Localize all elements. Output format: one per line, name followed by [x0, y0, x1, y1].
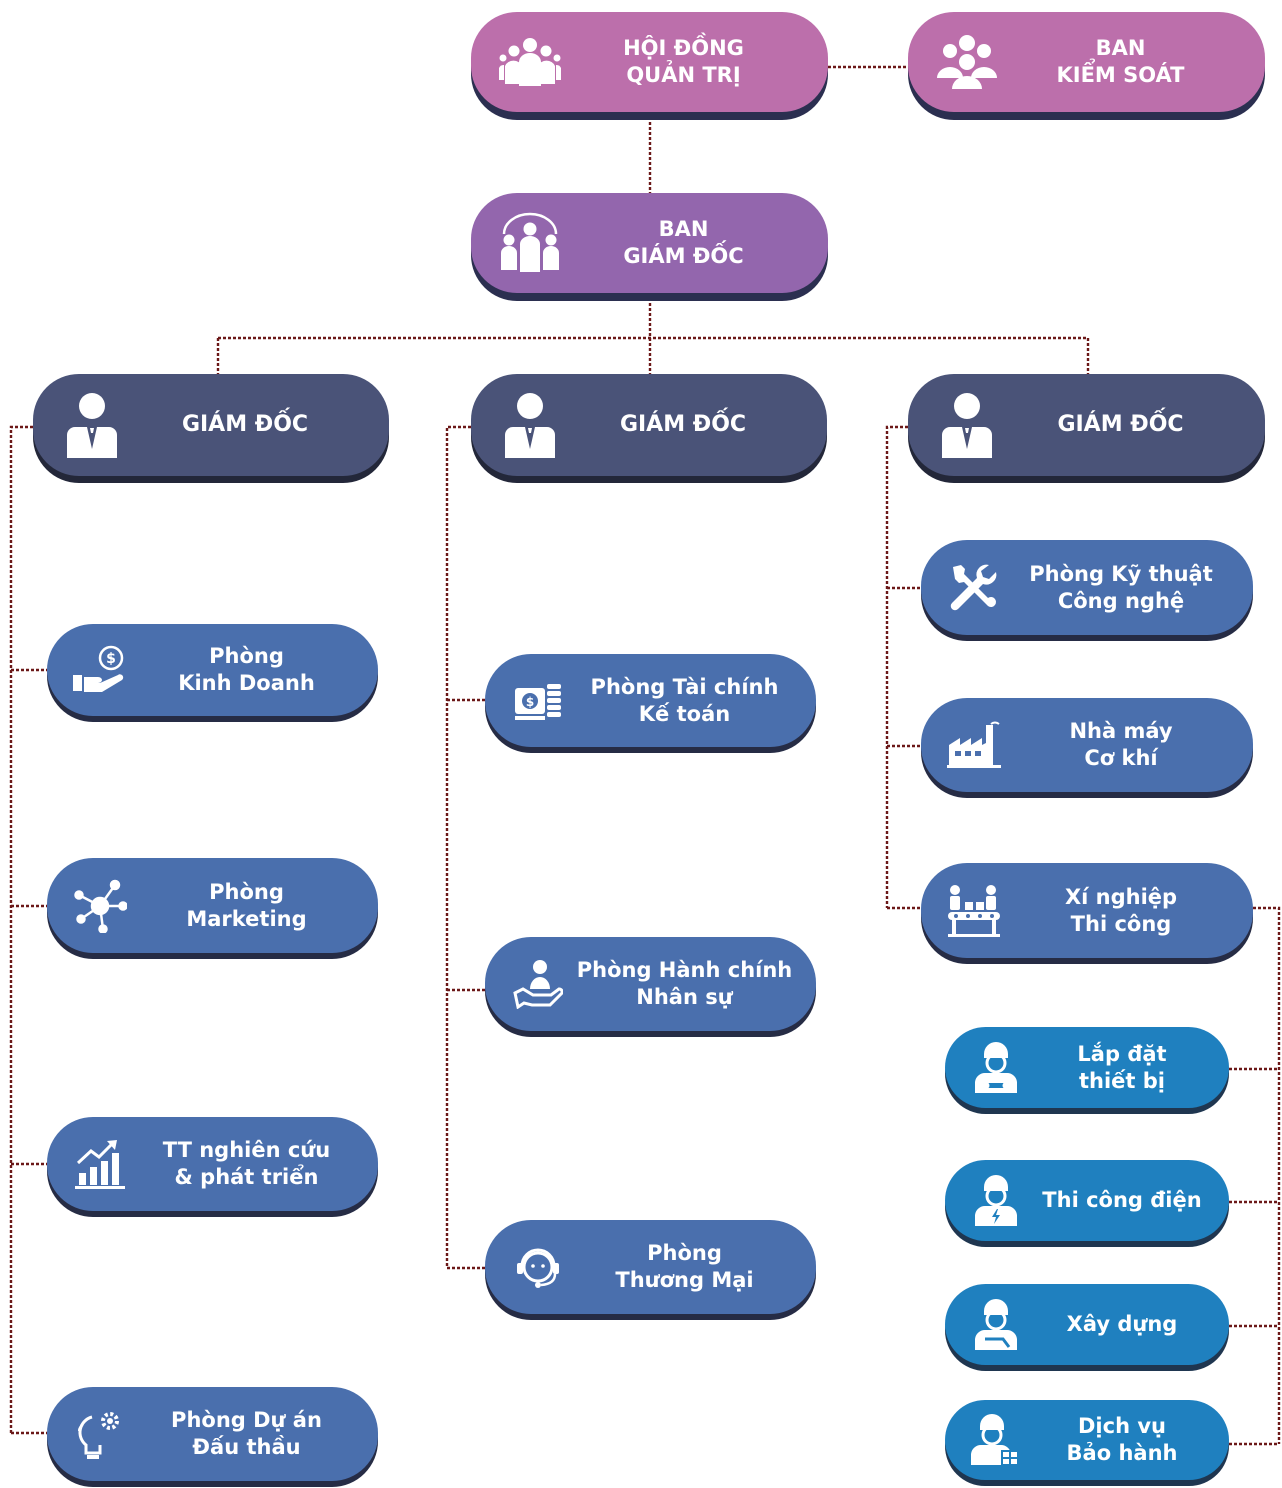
team-icon	[924, 34, 1010, 90]
board-label-line-1: HỘI ĐỒNG	[623, 36, 744, 61]
network-icon	[65, 879, 135, 933]
director-box-right: GIÁM ĐỐC	[908, 374, 1265, 476]
electrical-label: Thi công điện	[1042, 1188, 1202, 1213]
director-label: GIÁM ĐỐC	[1057, 412, 1184, 438]
svg-text:$: $	[526, 695, 534, 709]
construction-enterprise-box: Xí nghiệp Thi công	[921, 863, 1253, 958]
factory-label-line-1: Nhà máy	[1069, 719, 1173, 744]
connector-bod-directors	[216, 293, 1090, 374]
person-hand-icon	[503, 959, 573, 1009]
businessman-icon	[487, 391, 573, 459]
mechanical-factory-box: Nhà máy Cơ khí	[921, 698, 1253, 792]
installer-icon	[967, 1041, 1025, 1094]
connector-left-branch	[9, 425, 47, 1435]
group-people-icon	[487, 36, 573, 88]
factory-icon	[939, 721, 1009, 769]
money-hand-icon: $	[65, 645, 135, 695]
control-label-line-1: BAN	[1095, 36, 1146, 61]
admin-hr-box: Phòng Hành chính Nhân sự	[485, 937, 816, 1031]
management-team-icon	[487, 212, 573, 274]
director-box-left: GIÁM ĐỐC	[33, 374, 389, 476]
growth-chart-icon	[65, 1139, 135, 1189]
rnd-label-line-1: TT nghiên cứu	[162, 1138, 331, 1163]
install-label-line-2: thiết bị	[1078, 1068, 1165, 1093]
warranty-label-line-1: Dịch vụ	[1078, 1414, 1166, 1439]
supervisory-board-box: BAN KIỂM SOÁT	[908, 12, 1265, 112]
bod-label-line-2: GIÁM ĐỐC	[623, 244, 744, 268]
commerce-department-box: Phòng Thương Mại	[485, 1220, 816, 1314]
civil-construction-box: Xây dựng	[945, 1284, 1229, 1365]
hr-label-line-2: Nhân sự	[636, 985, 733, 1009]
board-of-management-box: BAN GIÁM ĐỐC	[471, 193, 828, 293]
project-bidding-box: Phòng Dự án Đấu thầu	[47, 1387, 378, 1481]
construction-label-line-1: Xí nghiệp	[1064, 884, 1178, 909]
marketing-department-box: Phòng Marketing	[47, 858, 378, 953]
tools-icon	[939, 563, 1009, 613]
builder-icon	[967, 1298, 1025, 1351]
tech-label-line-1: Phòng Kỹ thuật	[1029, 561, 1213, 586]
director-label: GIÁM ĐỐC	[181, 412, 309, 438]
board-of-directors-box: HỘI ĐỒNG QUẢN TRỊ	[471, 12, 828, 112]
marketing-label-line-2: Marketing	[186, 906, 307, 931]
cash-coins-icon: $	[503, 678, 573, 724]
electrical-construction-box: Thi công điện	[945, 1160, 1229, 1241]
businessman-icon	[924, 391, 1010, 459]
warranty-label-line-2: Bảo hành	[1066, 1441, 1178, 1465]
rnd-label-line-2: & phát triển	[174, 1165, 319, 1189]
factory-label-line-2: Cơ khí	[1084, 746, 1158, 770]
headset-agent-icon	[503, 1242, 573, 1292]
finance-label-line-1: Phòng Tài chính	[590, 674, 779, 699]
finance-accounting-box: $ Phòng Tài chính Kế toán	[485, 654, 816, 747]
board-label-line-2: QUẢN TRỊ	[626, 63, 741, 87]
marketing-label-line-1: Phòng	[209, 879, 284, 904]
svg-text:$: $	[106, 651, 116, 667]
technical-department-box: Phòng Kỹ thuật Công nghệ	[921, 540, 1253, 635]
bidding-label-line-1: Phòng Dự án	[171, 1408, 322, 1433]
building-label: Xây dựng	[1066, 1312, 1178, 1337]
connector-middle-branch	[445, 425, 485, 1270]
tech-label-line-2: Công nghệ	[1057, 588, 1185, 613]
electrician-icon	[967, 1174, 1025, 1227]
conveyor-workers-icon	[939, 884, 1009, 938]
businessman-icon	[49, 391, 135, 459]
connector-right-branch	[885, 425, 921, 910]
control-label-line-2: KIỂM SOÁT	[1056, 63, 1185, 87]
research-development-box: TT nghiên cứu & phát triển	[47, 1117, 378, 1211]
director-box-middle: GIÁM ĐỐC	[471, 374, 827, 476]
hr-label-line-1: Phòng Hành chính	[576, 958, 793, 983]
bod-label-line-1: BAN	[658, 217, 709, 242]
commerce-label-line-1: Phòng	[647, 1241, 722, 1266]
warranty-service-box: Dịch vụ Bảo hành	[945, 1400, 1229, 1480]
sales-label-line-2: Kinh Doanh	[178, 671, 315, 695]
connector-units-branch	[1229, 906, 1281, 1446]
install-label-line-1: Lắp đặt	[1077, 1041, 1167, 1066]
service-worker-icon	[967, 1414, 1025, 1466]
equipment-installation-box: Lắp đặt thiết bị	[945, 1027, 1229, 1108]
sales-department-box: $ Phòng Kinh Doanh	[47, 624, 378, 716]
director-label: GIÁM ĐỐC	[619, 412, 747, 438]
idea-gear-icon	[65, 1407, 135, 1461]
construction-label-line-2: Thi công	[1070, 911, 1172, 936]
bidding-label-line-2: Đấu thầu	[192, 1435, 301, 1459]
commerce-label-line-2: Thương Mại	[615, 1268, 754, 1292]
sales-label-line-1: Phòng	[209, 644, 284, 669]
finance-label-line-2: Kế toán	[638, 701, 731, 726]
